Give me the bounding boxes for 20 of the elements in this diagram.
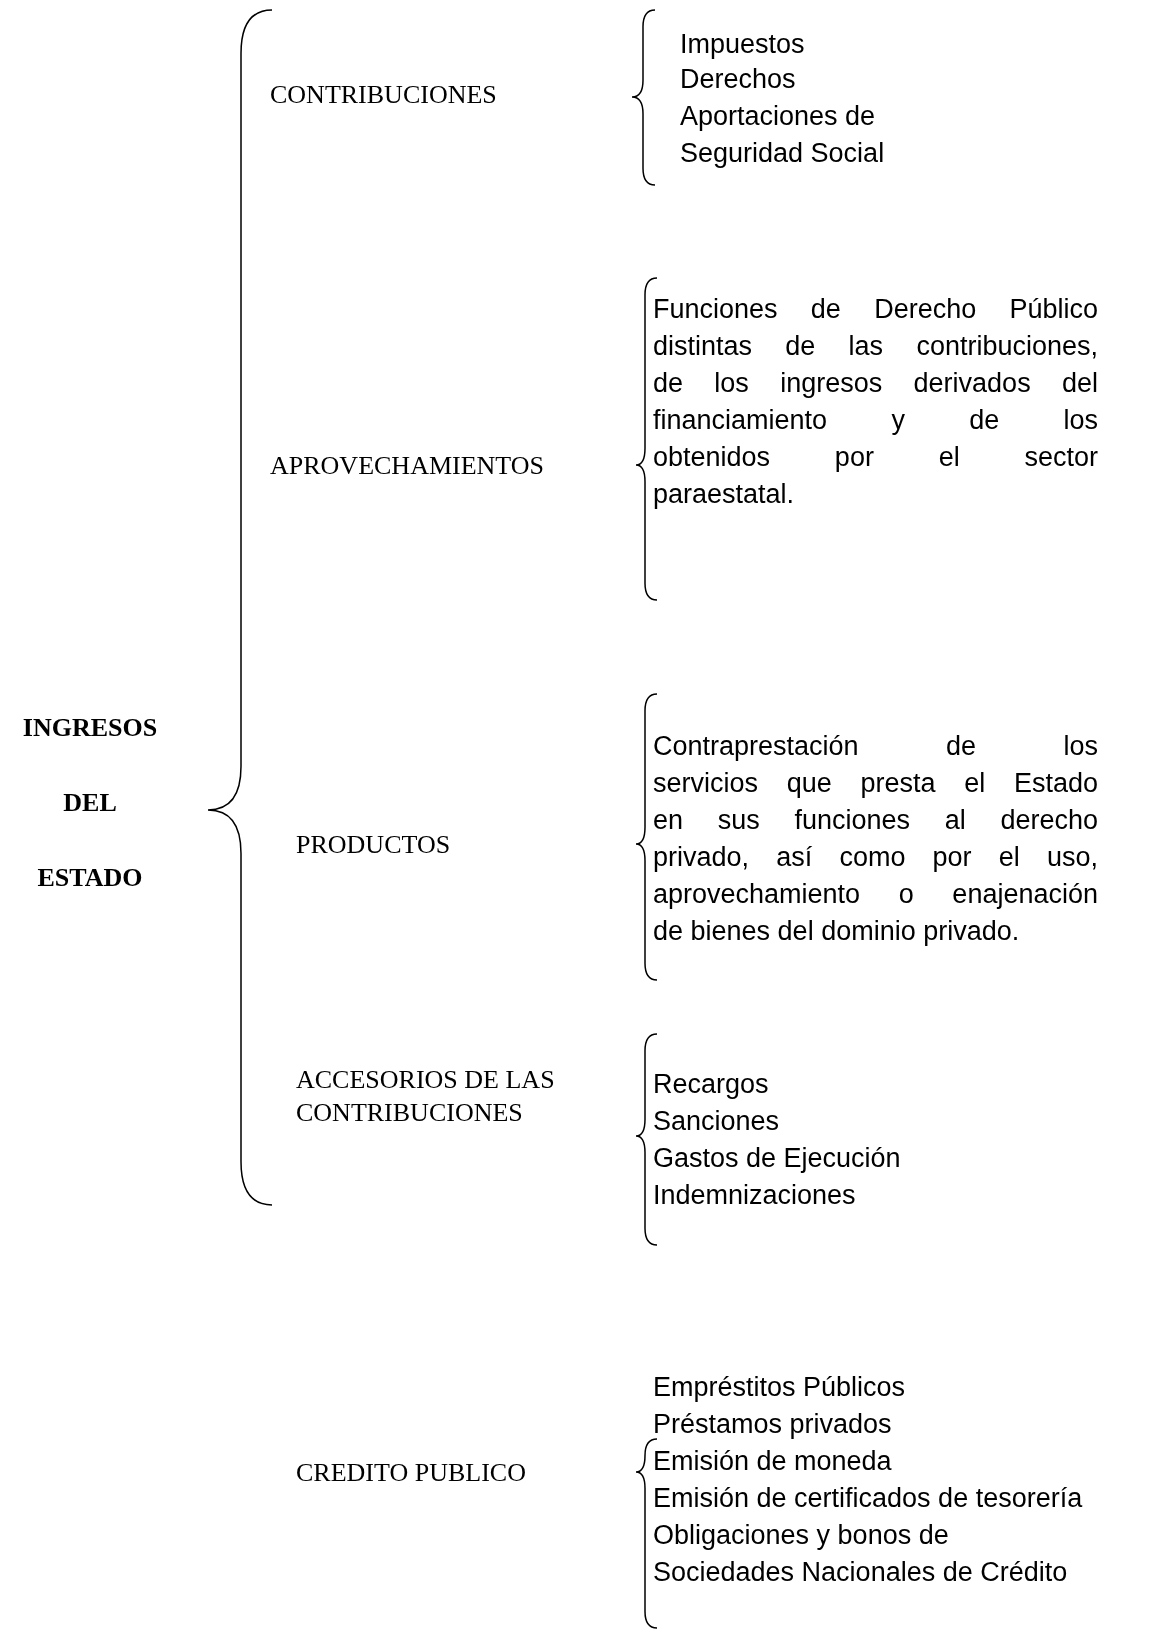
root-heading: INGRESOS DEL ESTADO: [21, 712, 159, 894]
description-text: Funciones de Derecho Público distintas de las contribuciones, de los ingresos derivados del financiamiento y de los obtenidos por el sector paraestatal.: [653, 293, 1098, 511]
item-text: Obligaciones y bonos de Sociedades Nacionales de Crédito: [653, 1519, 1068, 1589]
item-text: Aportaciones de Seguridad Social: [680, 100, 885, 170]
item-text: Emisión de certificados de tesorería: [653, 1482, 1083, 1515]
item-text: Emisión de moneda: [653, 1445, 892, 1478]
item-text: Gastos de Ejecución: [653, 1142, 901, 1175]
category-label: PRODUCTOS: [296, 829, 451, 861]
item-text: Empréstitos Públicos: [653, 1371, 906, 1404]
item-text: Sanciones: [653, 1105, 780, 1138]
category-label: APROVECHAMIENTOS: [270, 450, 544, 482]
item-text: Indemnizaciones: [653, 1179, 856, 1212]
item-text: Impuestos: [680, 28, 805, 61]
item-text: Préstamos privados: [653, 1408, 892, 1441]
category-label: ACCESORIOS DE LAS CONTRIBUCIONES: [296, 1064, 555, 1129]
item-text: Recargos: [653, 1068, 769, 1101]
item-text: Derechos: [680, 63, 796, 96]
category-label: CREDITO PUBLICO: [296, 1457, 526, 1489]
category-label: CONTRIBUCIONES: [270, 79, 497, 111]
description-text: Contraprestación de los servicios que presta el Estado en sus funciones al derecho privado, así como por el uso, aprovechamiento o enajenación de bienes del dominio privado.: [653, 730, 1098, 948]
